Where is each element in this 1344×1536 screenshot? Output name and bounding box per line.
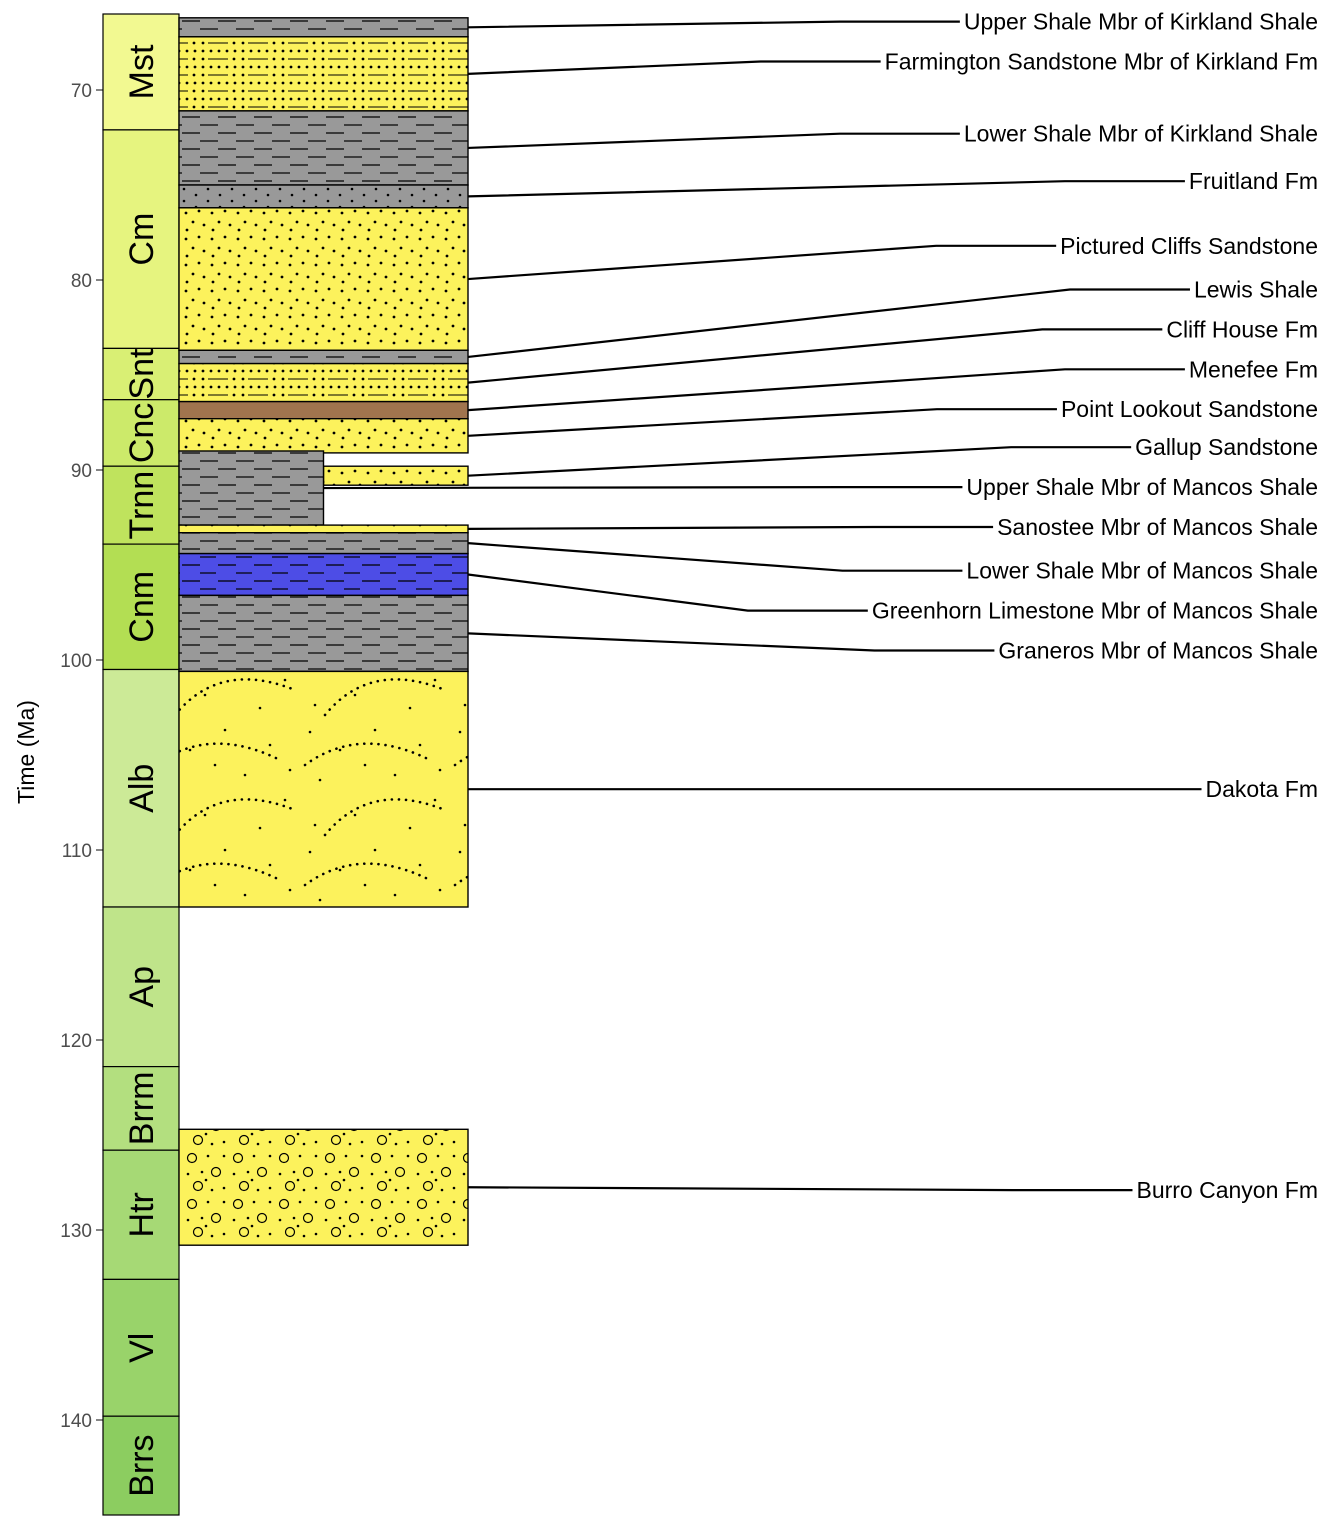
y-tick-label: 80 xyxy=(71,271,92,292)
stage-label: Brrs xyxy=(123,1434,161,1496)
y-tick-label: 100 xyxy=(60,651,92,672)
unit-pattern xyxy=(179,185,468,208)
unit-leader-line xyxy=(467,632,995,652)
unit-label: Lower Shale Mbr of Mancos Shale xyxy=(966,558,1318,584)
y-tick-label: 120 xyxy=(60,1031,92,1052)
unit-label: Lower Shale Mbr of Kirkland Shale xyxy=(964,121,1318,147)
unit-leader-line xyxy=(467,542,963,572)
unit-pattern xyxy=(179,110,468,185)
unit-leader-line xyxy=(467,408,1057,437)
unit-pattern xyxy=(179,532,468,554)
unit-leader-line xyxy=(323,486,963,490)
unit-label: Pictured Cliffs Sandstone xyxy=(1060,233,1318,259)
y-tick-label: 140 xyxy=(60,1411,92,1432)
unit-pattern xyxy=(179,451,324,526)
unit-pattern xyxy=(179,418,468,453)
stage-label: Cnm xyxy=(123,571,161,643)
stage-label: Vl xyxy=(123,1333,161,1363)
unit-leader-line xyxy=(467,132,960,150)
stage-label: Cnc xyxy=(123,403,161,463)
stage-box xyxy=(102,1415,180,1516)
stage-label: Alb xyxy=(123,764,161,813)
y-tick-label: 90 xyxy=(71,461,92,482)
y-axis: 70 80 90 100 110 120 130 140 xyxy=(60,81,103,1432)
unit-label: Sanostee Mbr of Mancos Shale xyxy=(997,514,1318,540)
unit-pattern xyxy=(179,525,468,533)
unit-pattern xyxy=(179,1129,468,1246)
unit-fill xyxy=(179,401,468,419)
unit-label: Fruitland Fm xyxy=(1189,168,1318,194)
stage-box xyxy=(102,668,180,908)
y-tick-label: 130 xyxy=(60,1221,92,1242)
unit-leader-line xyxy=(467,368,1185,412)
stage-label: Trnn xyxy=(123,471,161,540)
stage-label: Htr xyxy=(123,1192,161,1237)
lithology-column xyxy=(178,17,469,1246)
unit-leader-line xyxy=(467,1186,1133,1192)
unit-pattern xyxy=(179,350,468,364)
stage-box xyxy=(102,906,180,1068)
unit-leader-line xyxy=(467,573,868,612)
y-axis-title: Time (Ma) xyxy=(13,700,39,804)
unit-leader-line xyxy=(467,180,1185,198)
unit-label: Greenhorn Limestone Mbr of Mancos Shale xyxy=(872,598,1318,624)
unit-leader-line xyxy=(467,20,960,29)
stage-label: Snt xyxy=(123,348,161,400)
unit-label: Dakota Fm xyxy=(1206,776,1318,802)
y-tick-label: 70 xyxy=(71,81,92,102)
unit-pattern xyxy=(179,36,468,111)
unit-labels: Upper Shale Mbr of Kirkland ShaleFarming… xyxy=(323,9,1318,1203)
stage-box xyxy=(102,543,180,671)
stage-label: Cm xyxy=(123,213,161,266)
unit-label: Point Lookout Sandstone xyxy=(1061,396,1318,422)
unit-pattern xyxy=(179,595,468,672)
unit-label: Lewis Shale xyxy=(1194,277,1318,303)
unit-label: Menefee Fm xyxy=(1189,356,1318,382)
unit-label: Upper Shale Mbr of Kirkland Shale xyxy=(964,9,1318,35)
unit-pattern xyxy=(179,363,468,402)
unit-leader-line xyxy=(467,328,1163,384)
unit-leader-line xyxy=(467,244,1057,281)
y-tick-label: 110 xyxy=(62,841,92,862)
stage-box xyxy=(102,129,180,349)
stage-box xyxy=(102,1278,180,1417)
unit-label: Farmington Sandstone Mbr of Kirkland Fm xyxy=(885,49,1318,75)
stage-box xyxy=(102,13,180,131)
unit-pattern xyxy=(179,207,468,351)
unit-label: Graneros Mbr of Mancos Shale xyxy=(998,638,1318,664)
unit-label: Upper Shale Mbr of Mancos Shale xyxy=(966,474,1318,500)
unit-leader-line xyxy=(467,446,1132,477)
unit-label: Gallup Sandstone xyxy=(1135,434,1318,460)
unit-leader-line xyxy=(467,60,881,75)
unit-pattern xyxy=(179,671,468,907)
stage-label: Mst xyxy=(123,44,161,99)
unit-leader-line xyxy=(467,288,1190,359)
unit-pattern xyxy=(323,466,468,486)
stage-label: Brrm xyxy=(123,1072,161,1146)
unit-leader-line xyxy=(467,525,994,531)
unit-pattern xyxy=(179,17,468,37)
unit-pattern xyxy=(179,553,468,596)
unit-label: Burro Canyon Fm xyxy=(1136,1177,1318,1203)
stage-label: Ap xyxy=(123,966,161,1008)
unit-label: Cliff House Fm xyxy=(1166,316,1318,342)
